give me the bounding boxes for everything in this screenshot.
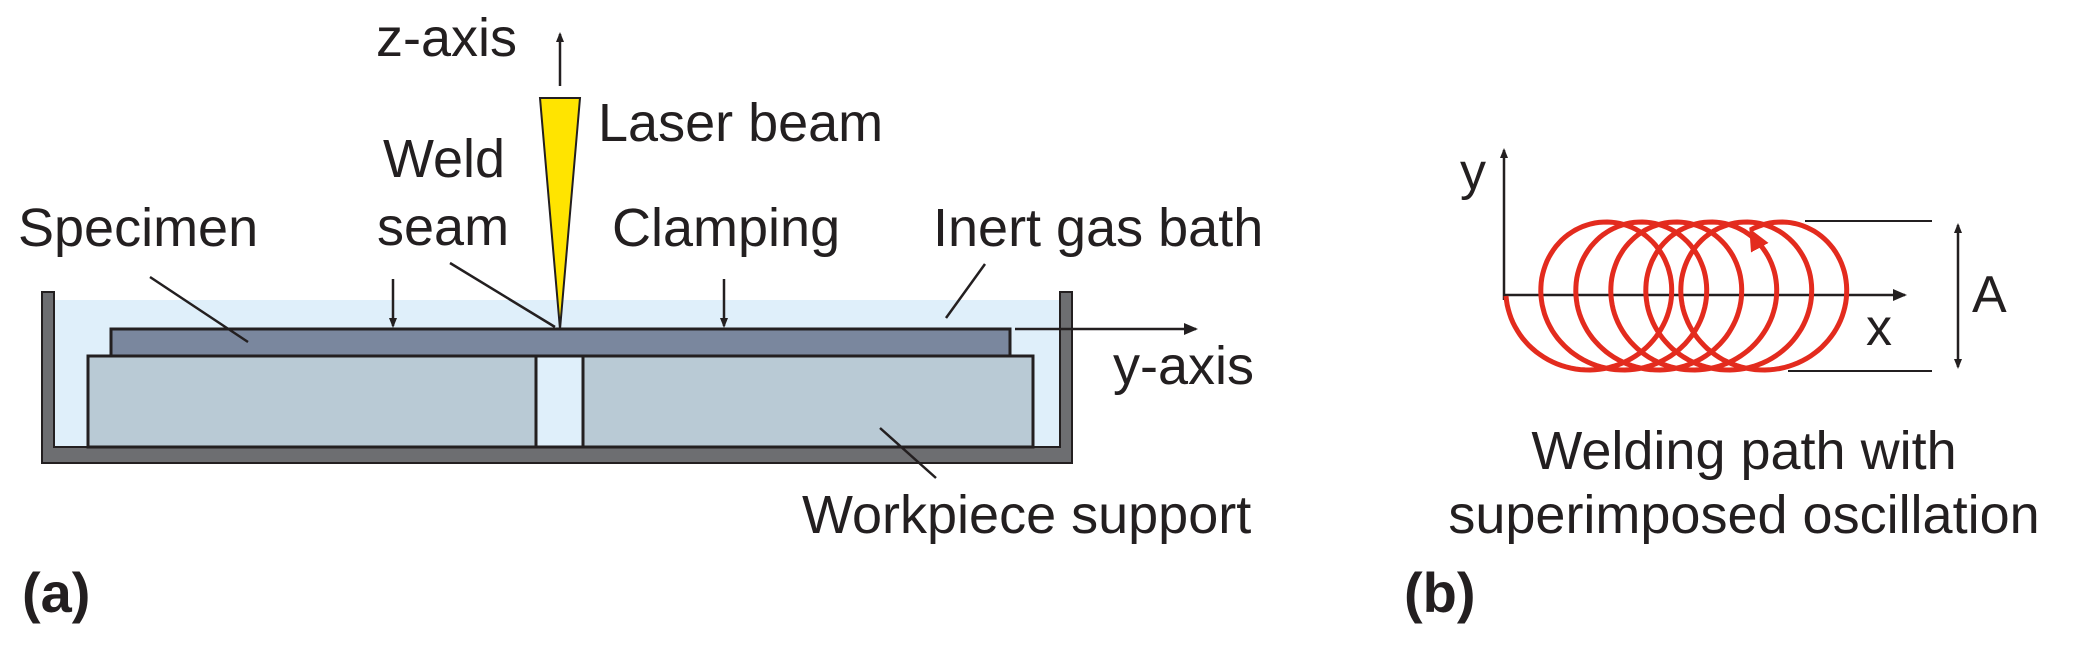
amplitude-label: A [1972,266,2007,324]
z-axis-label: z-axis [376,8,517,68]
oscillation-path [1503,219,1850,373]
panel-b: y x A Welding path with superimposed osc… [1404,143,2040,624]
specimen-plate [109,327,1012,358]
weld-seam-leader [449,261,556,329]
specimen-leader [149,275,249,344]
caption-line2: superimposed oscillation [1448,485,2039,545]
workpiece-support-left [86,354,538,449]
weld-seam-label-line2: seam [377,197,509,257]
bath-container [41,291,1073,464]
y-axis-label: y-axis [1113,336,1254,396]
panel-b-label: (b) [1404,561,1476,624]
y-label-b: y [1460,143,1486,201]
weld-gap [534,354,585,449]
caption-line1: Welding path with [1531,421,1956,481]
inert-gas-leader [944,263,987,319]
clamping-label: Clamping [612,198,840,258]
workpiece-support-leader [879,427,937,479]
laser-beam [538,97,582,330]
workpiece-support-right [581,354,1035,449]
specimen-label: Specimen [18,198,258,258]
workpiece-support-label: Workpiece support [802,485,1251,545]
inert-gas-bath-label: Inert gas bath [933,198,1263,258]
panel-a: z-axis Laser beam Weld seam Specimen Cla… [18,8,1263,624]
x-label-b: x [1866,299,1892,357]
panel-a-label: (a) [22,561,90,624]
weld-seam-label-line1: Weld [383,129,505,189]
laser-beam-label: Laser beam [598,93,883,153]
